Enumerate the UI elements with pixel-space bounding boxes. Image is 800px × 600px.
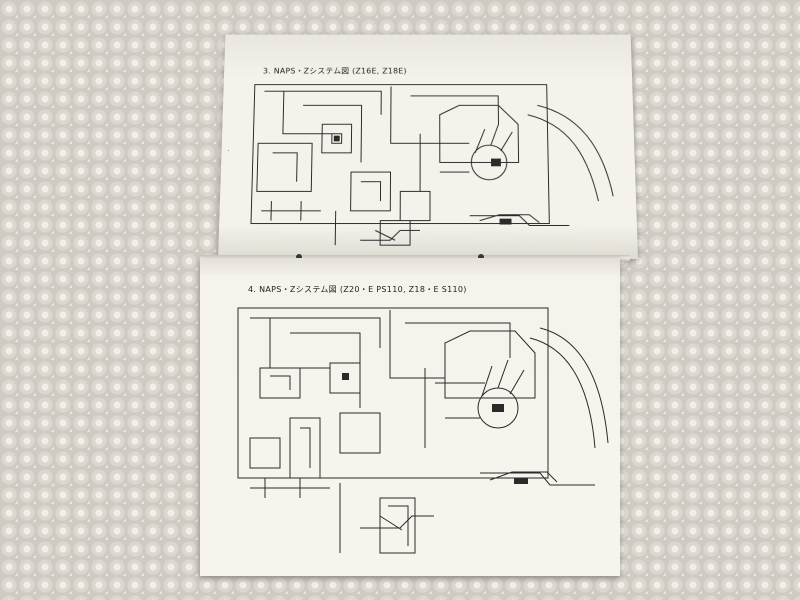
page-bottom-caption: 4. NAPS・Zシステム図 (Z20・E PS110, Z18・E S110) [248, 285, 467, 294]
binder-hole-left [296, 254, 302, 260]
naps-z-system-diagram-bottom [237, 307, 609, 554]
manual-page-top: 3. NAPS・Zシステム図 (Z16E, Z18E) [218, 34, 638, 259]
naps-z-system-diagram-top [240, 77, 620, 255]
page-top-caption: 3. NAPS・Zシステム図 (Z16E, Z18E) [262, 66, 407, 76]
manual-page-bottom: 4. NAPS・Zシステム図 (Z20・E PS110, Z18・E S110) [200, 258, 620, 576]
binder-hole-right [478, 254, 484, 260]
page-top-margin-mark: · [227, 147, 230, 155]
